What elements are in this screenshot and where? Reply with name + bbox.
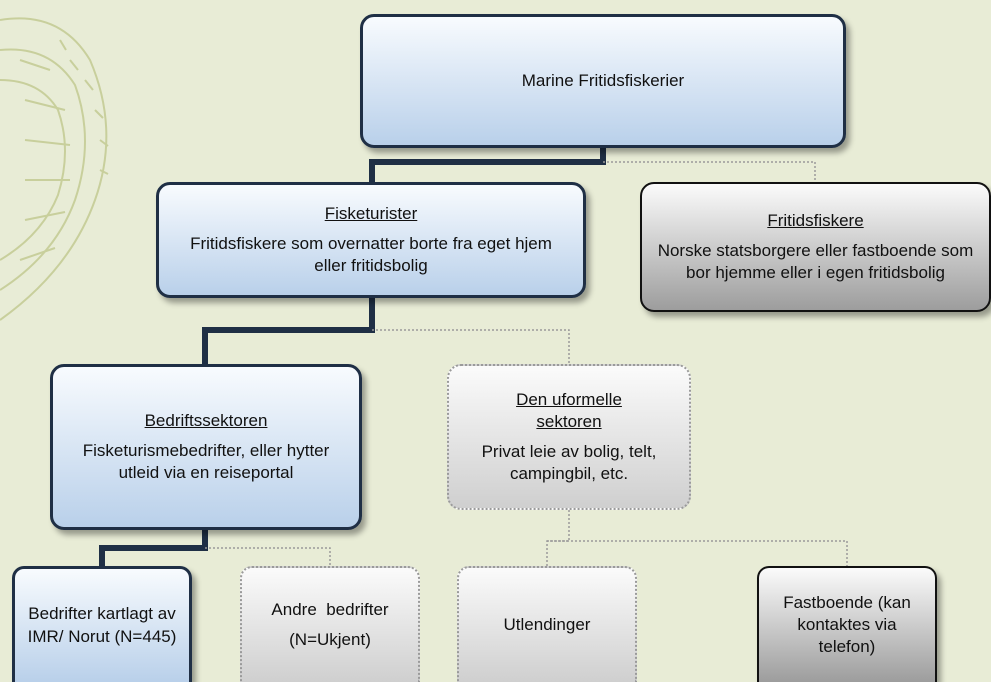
node-body: Fisketurismebedrifter, eller hytter utle… xyxy=(82,440,330,483)
connector-root-fritidsfiskere xyxy=(603,161,816,182)
node-heading: Fisketurister xyxy=(324,203,418,223)
node-text-line2: (N=Ukjent) xyxy=(289,630,371,649)
node-text: Fastboende (kan kontaktes via telefon) xyxy=(783,592,911,657)
node-bedriftssektoren: Bedriftssektoren Fisketurismebedrifter, … xyxy=(50,364,362,530)
node-text: Bedrifter kartlagt av IMR/ Norut (N=445) xyxy=(27,604,177,646)
node-heading: Fritidsfiskere xyxy=(767,210,864,230)
connector-fisketurister-bedrift xyxy=(202,298,375,364)
connector-root-fisketurister xyxy=(369,148,606,182)
seashell-decoration xyxy=(0,17,109,321)
node-body: Norske statsborgere eller fastboende som… xyxy=(657,240,974,283)
node-utlendinger: Utlendinger xyxy=(457,566,637,682)
connector-bedrift-andre xyxy=(205,547,331,566)
node-marine-fritidsfiskerier: Marine Fritidsfiskerier xyxy=(360,14,846,148)
node-heading: Den uformelle sektoren xyxy=(516,389,622,431)
node-andre-bedrifter: Andre bedrifter (N=Ukjent) xyxy=(240,566,420,682)
connector-uformelle-fastboende xyxy=(547,540,848,566)
node-body: Fritidsfiskere som overnatter borte fra … xyxy=(190,233,552,276)
node-title: Marine Fritidsfiskerier xyxy=(521,70,685,90)
node-fritidsfiskere: Fritidsfiskere Norske statsborgere eller… xyxy=(640,182,991,312)
node-text-line1: Andre bedrifter xyxy=(271,599,389,619)
node-bedrifter-kartlagt: Bedrifter kartlagt av IMR/ Norut (N=445) xyxy=(12,566,192,682)
node-fastboende: Fastboende (kan kontaktes via telefon) xyxy=(757,566,937,682)
connector-bedrift-bedrifter xyxy=(99,530,208,566)
node-fisketurister: Fisketurister Fritidsfiskere som overnat… xyxy=(156,182,586,298)
node-body: Privat leie av bolig, telt, campingbil, … xyxy=(481,442,657,484)
connector-fisketurister-uformelle xyxy=(372,329,570,364)
node-text: Utlendinger xyxy=(503,614,591,634)
node-heading: Bedriftssektoren xyxy=(144,410,268,430)
node-uformelle-sektoren: Den uformelle sektoren Privat leie av bo… xyxy=(447,364,691,510)
connector-uformelle-utlendinger xyxy=(546,510,570,566)
